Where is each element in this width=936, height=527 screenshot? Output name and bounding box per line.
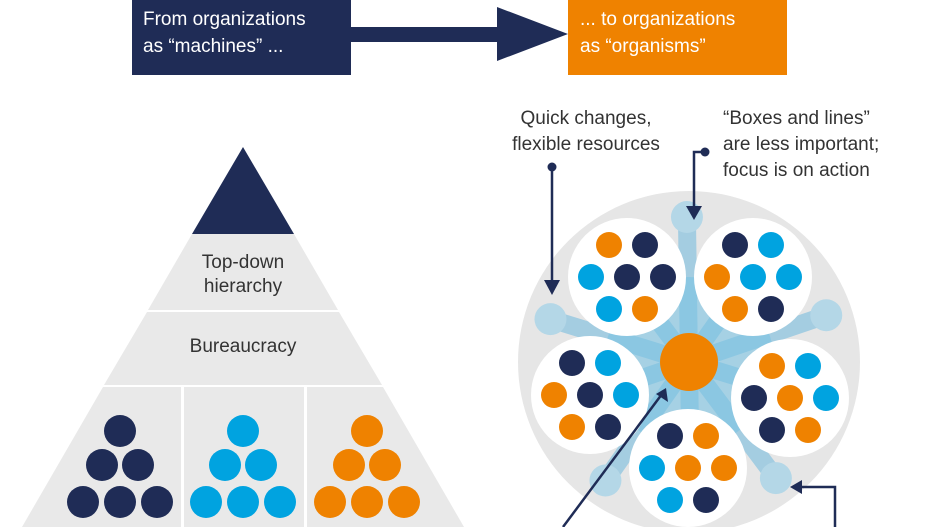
team-member-dot	[759, 353, 785, 379]
network-node	[810, 299, 843, 332]
team-member-dot	[632, 232, 658, 258]
team-member-dot	[650, 264, 676, 290]
arrowhead-icon	[790, 480, 802, 494]
team-member-dot	[578, 264, 604, 290]
team-member-dot	[704, 264, 730, 290]
team-member-dot-blue	[264, 486, 296, 518]
team-member-dot	[541, 382, 567, 408]
organisms-label-line1: ... to organizations	[580, 9, 735, 30]
network-node	[670, 201, 703, 234]
team-member-dot	[758, 296, 784, 322]
team-member-dot-blue	[245, 449, 277, 481]
pyramid-level-hierarchy	[148, 234, 338, 310]
team-member-dot-navy	[122, 449, 154, 481]
team-member-dot	[795, 353, 821, 379]
team-member-dot-orange	[369, 449, 401, 481]
annotation-boxes-lines-line2: are less important;	[723, 134, 879, 155]
team-member-dot-orange	[351, 486, 383, 518]
hierarchy-pyramid: Top-down hierarchy Bureaucracy	[22, 147, 464, 527]
organisms-label-line2: as “organisms”	[580, 36, 706, 57]
team-member-dot	[559, 350, 585, 376]
transition-arrow	[351, 7, 568, 61]
team-member-dot	[693, 423, 719, 449]
network-node	[759, 462, 792, 495]
team-member-dot-orange	[351, 415, 383, 447]
team-member-dot	[759, 417, 785, 443]
team-member-dot	[657, 487, 683, 513]
network-node	[589, 464, 622, 497]
arrowhead-icon	[686, 206, 702, 220]
team-member-dot-blue	[227, 415, 259, 447]
team-member-dot	[596, 296, 622, 322]
team-member-dot-blue	[190, 486, 222, 518]
team-member-dot	[776, 264, 802, 290]
organisms-box	[568, 0, 787, 75]
team-member-dot	[559, 414, 585, 440]
network-node	[534, 303, 567, 336]
annotation-boxes-lines-line3: focus is on action	[723, 160, 870, 181]
team-member-dot	[722, 296, 748, 322]
pyramid-level-bureaucracy	[104, 312, 382, 385]
team-member-dot	[711, 455, 737, 481]
organism-center	[660, 333, 718, 391]
pointer-center	[561, 393, 664, 527]
annotation-quick-changes-line2: flexible resources	[512, 134, 660, 155]
team-member-dot	[596, 232, 622, 258]
pointer-dot	[547, 162, 557, 172]
team-member-dot	[657, 423, 683, 449]
annotation-boxes-lines-line1: “Boxes and lines”	[723, 108, 870, 129]
team-member-dot	[813, 385, 839, 411]
bureaucracy-label: Bureaucracy	[190, 336, 297, 357]
team-member-dot	[722, 232, 748, 258]
team-member-dot	[777, 385, 803, 411]
annotation-quick-changes-line1: Quick changes,	[521, 108, 652, 129]
organism-cluster	[518, 191, 860, 527]
hierarchy-label-line1: Top-down	[202, 252, 284, 273]
pointer-boundary	[798, 485, 837, 527]
team-member-dot-navy	[67, 486, 99, 518]
hierarchy-label-line2: hierarchy	[204, 276, 283, 297]
team-member-dot	[693, 487, 719, 513]
team-member-dot	[577, 382, 603, 408]
team-member-dot-navy	[104, 486, 136, 518]
team-member-dot-navy	[104, 415, 136, 447]
team-member-dot	[595, 350, 621, 376]
team-member-dot-orange	[333, 449, 365, 481]
arrowhead-icon	[656, 388, 668, 402]
team-member-dot-navy	[141, 486, 173, 518]
team-member-dot-navy	[86, 449, 118, 481]
team-member-dot-orange	[388, 486, 420, 518]
team-member-dot-blue	[209, 449, 241, 481]
team-member-dot	[740, 264, 766, 290]
team-member-dot-blue	[227, 486, 259, 518]
team-member-dot	[758, 232, 784, 258]
team-member-dot-orange	[314, 486, 346, 518]
pointer-dot	[700, 147, 710, 157]
machines-box	[132, 0, 351, 75]
team-member-dot	[614, 264, 640, 290]
machines-label-line1: From organizations	[143, 9, 306, 30]
team-member-dot	[632, 296, 658, 322]
pyramid-apex	[192, 147, 294, 234]
team-member-dot	[675, 455, 701, 481]
team-member-dot	[639, 455, 665, 481]
team-member-dot	[613, 382, 639, 408]
team-member-dot	[741, 385, 767, 411]
team-member-dot	[595, 414, 621, 440]
arrowhead-icon	[544, 280, 560, 295]
team-member-dot	[795, 417, 821, 443]
machines-label-line2: as “machines” ...	[143, 36, 283, 57]
